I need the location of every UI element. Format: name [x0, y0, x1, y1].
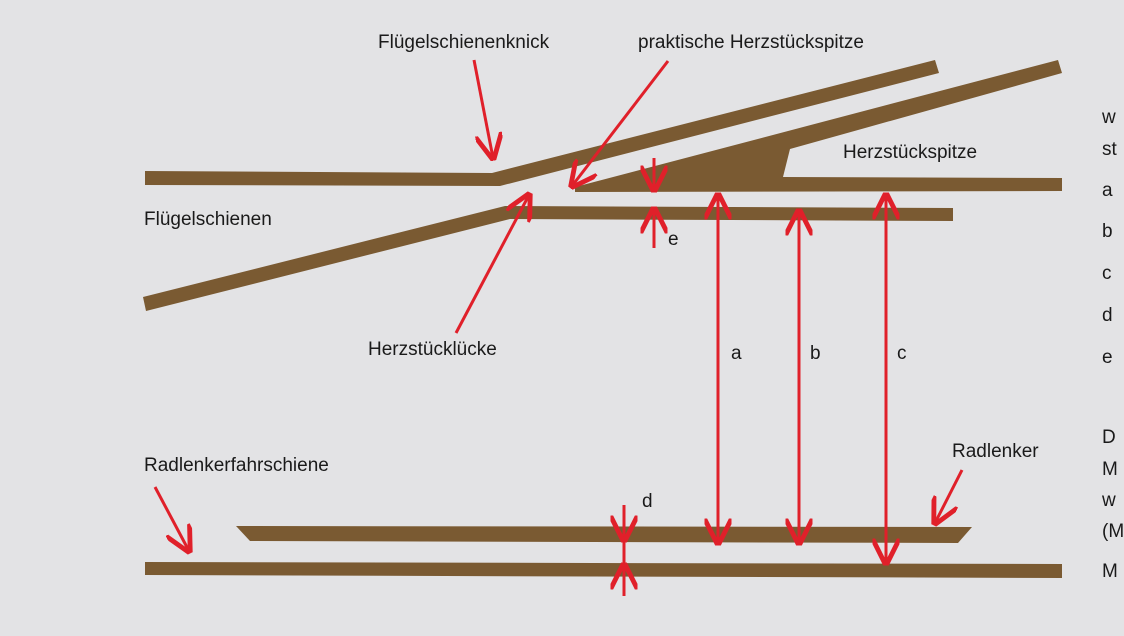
frog-point-rail	[575, 60, 1062, 192]
lower-wing-rail	[143, 206, 953, 311]
label-dim-b: b	[810, 343, 821, 364]
side-text-line: w	[1102, 107, 1116, 128]
label-fluegelschienen: Flügelschienen	[144, 209, 272, 230]
label-herzstueckspitze: Herzstückspitze	[843, 142, 978, 163]
label-radlenkerfahrschiene: Radlenkerfahrschiene	[144, 455, 329, 476]
side-text-line: M	[1102, 459, 1118, 480]
label-dim-a: a	[731, 343, 742, 364]
side-text-line: c	[1102, 263, 1112, 284]
arrow-radlenkerfahrschiene	[153, 486, 189, 551]
rails	[143, 60, 1062, 578]
arrow-fluegelschienenknick	[472, 59, 493, 158]
label-herzstuecklucke: Herzstücklücke	[368, 339, 497, 360]
side-text-line: e	[1102, 347, 1113, 368]
dimension-lines	[624, 158, 886, 596]
arrow-praktische-herzstueckspitze	[572, 60, 670, 186]
label-dim-d: d	[642, 491, 653, 512]
label-praktische-herzstueckspitze: praktische Herzstückspitze	[638, 32, 864, 53]
side-text-line: b	[1102, 221, 1113, 242]
running-rail	[145, 562, 1062, 578]
side-text-line: (M	[1102, 521, 1124, 542]
side-text-line: st	[1102, 139, 1117, 160]
side-text-line: w	[1102, 490, 1116, 511]
side-text-line: D	[1102, 427, 1116, 448]
guard-rail	[236, 526, 972, 543]
label-radlenker: Radlenker	[952, 441, 1039, 462]
side-text-line: a	[1102, 180, 1113, 201]
upper-wing-rail	[145, 60, 939, 186]
side-text-line: d	[1102, 305, 1113, 326]
side-text-line: M	[1102, 561, 1118, 582]
arrow-herzstuecklucke	[454, 195, 529, 334]
arrow-radlenker	[935, 469, 964, 523]
label-dim-e: e	[668, 229, 679, 250]
pointer-arrows	[153, 59, 964, 551]
label-fluegelschienenknick: Flügelschienenknick	[378, 32, 550, 53]
label-dim-c: c	[897, 343, 907, 364]
